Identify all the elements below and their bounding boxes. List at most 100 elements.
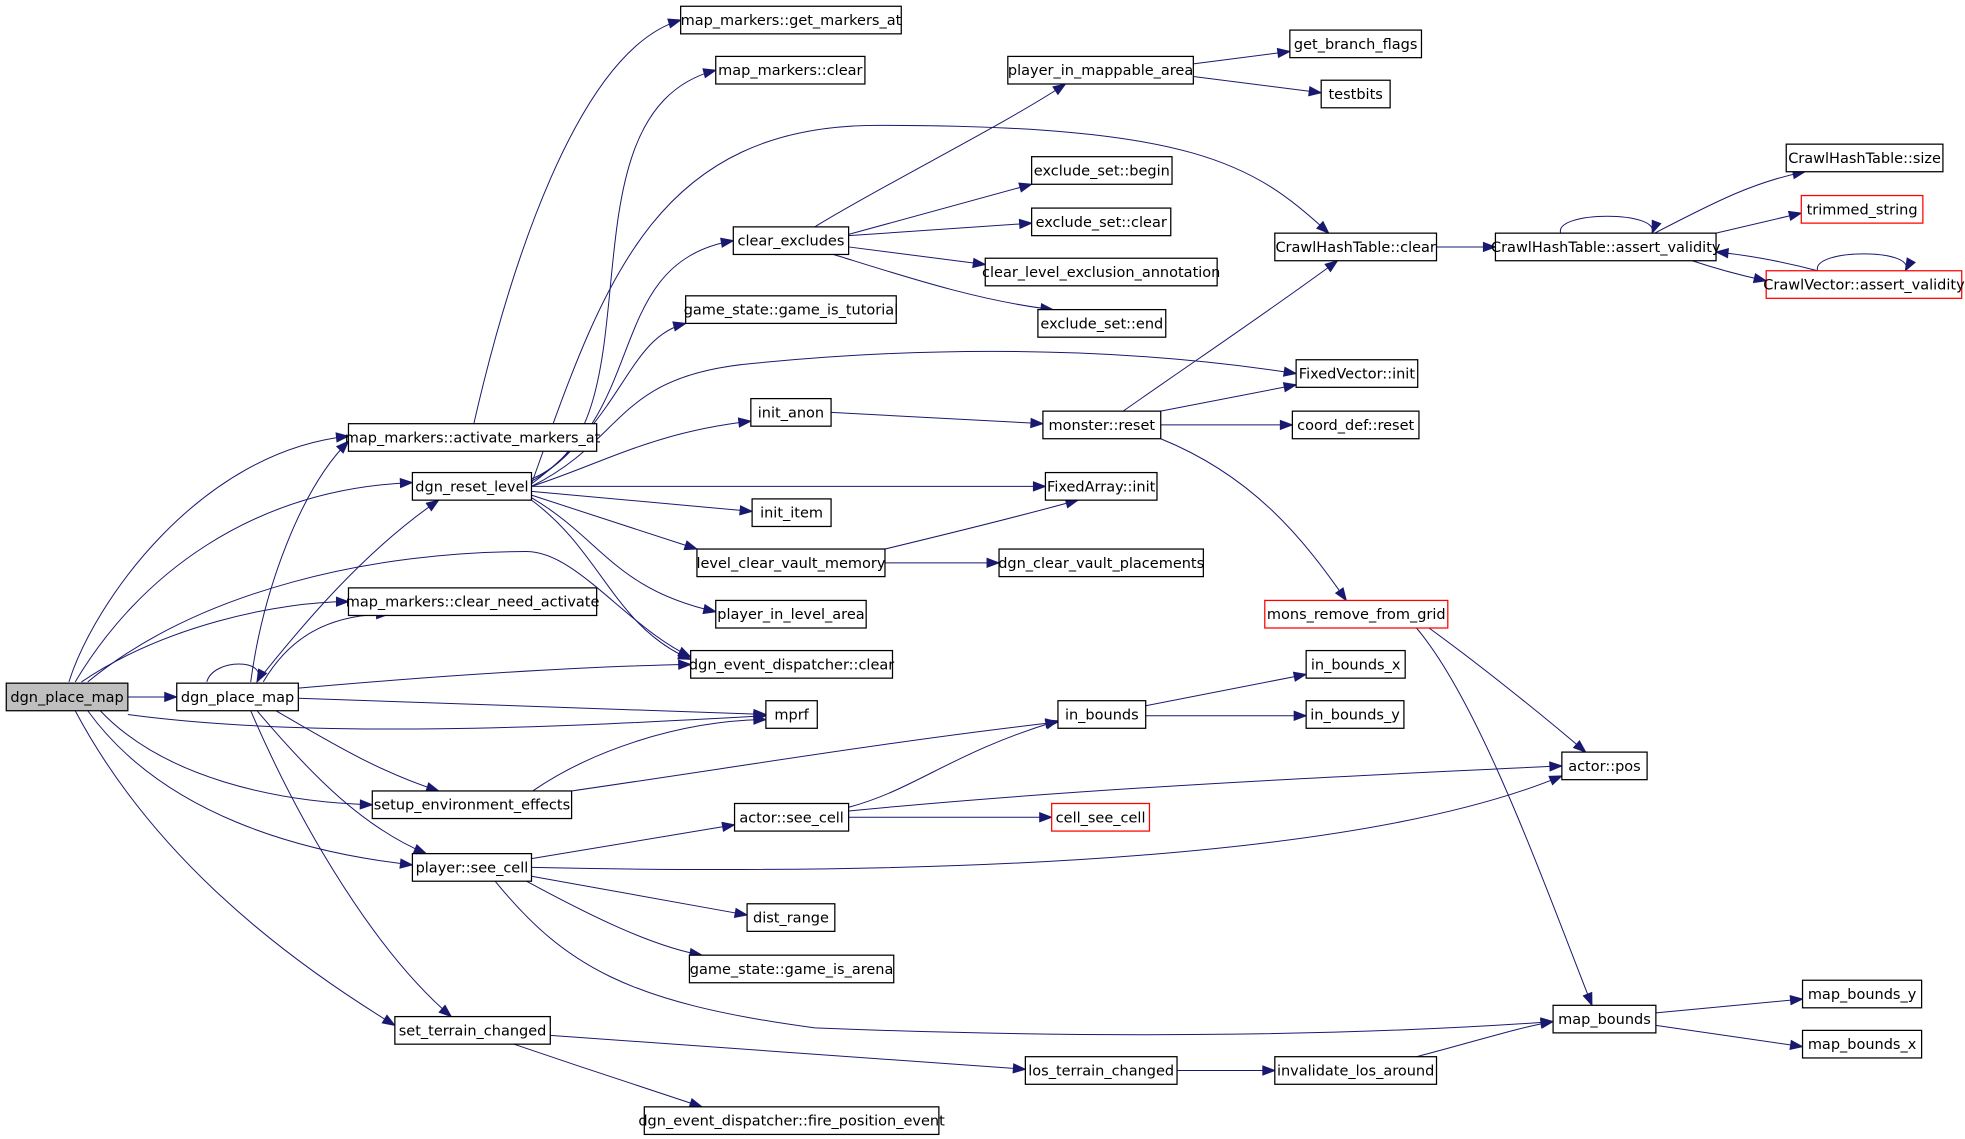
node-label: set_terrain_changed: [399, 1023, 547, 1039]
node-testbits[interactable]: testbits: [1320, 79, 1391, 109]
node-dist-range[interactable]: dist_range: [746, 903, 836, 932]
edge-line: [531, 490, 753, 512]
arrowhead-icon: [335, 596, 350, 607]
edge-in_bounds-to-in_bounds_y: [1145, 710, 1308, 721]
node-los-terrain-changed[interactable]: los_terrain_changed: [1024, 1056, 1178, 1085]
node-label: dgn_clear_vault_placements: [998, 556, 1204, 572]
node-map-markers-clear[interactable]: map_markers::clear: [715, 55, 866, 85]
arrowhead-icon: [1279, 419, 1294, 431]
node-hashtable-clear[interactable]: CrawlHashTable::clear: [1274, 232, 1438, 262]
node-fixedarray-init[interactable]: FixedArray::init: [1044, 471, 1158, 501]
node-clear-need-activate[interactable]: map_markers::clear_need_activate: [346, 587, 600, 617]
node-label: level_clear_vault_memory: [696, 556, 885, 572]
edge-line: [814, 83, 1066, 228]
edge-line: [531, 497, 716, 613]
node-fire-position-event[interactable]: dgn_event_dispatcher::fire_position_even…: [638, 1106, 945, 1136]
edge-line: [87, 551, 691, 683]
node-dgn-place-map-root[interactable]: dgn_place_map: [5, 682, 129, 712]
node-player-in-mappable-area[interactable]: player_in_mappable_area: [1007, 55, 1194, 85]
node-label: map_markers::clear: [718, 63, 862, 79]
node-exclude-set-begin[interactable]: exclude_set::begin: [1031, 156, 1173, 185]
node-set-terrain-changed[interactable]: set_terrain_changed: [394, 1015, 551, 1045]
node-in-bounds-x[interactable]: in_bounds_x: [1305, 649, 1406, 679]
node-activate-markers-at[interactable]: map_markers::activate_markers_at: [345, 423, 601, 452]
node-dgn-clear-vault-placements[interactable]: dgn_clear_vault_placements: [998, 548, 1204, 578]
node-label: dgn_place_map: [10, 690, 123, 706]
edge-line: [833, 253, 1053, 311]
node-box: [1024, 1056, 1178, 1085]
arrowhead-icon: [399, 477, 414, 489]
arrowhead-icon: [739, 505, 754, 516]
node-mons-remove-from-grid[interactable]: mons_remove_from_grid: [1264, 599, 1449, 629]
node-trimmed-string[interactable]: trimmed_string: [1800, 194, 1924, 224]
node-box: [5, 682, 129, 712]
node-dgn-event-dispatcher-clear[interactable]: dgn_event_dispatcher::clear: [689, 649, 894, 679]
node-label: exclude_set::clear: [1036, 215, 1167, 231]
edge-line: [127, 713, 766, 730]
node-in-bounds-y[interactable]: in_bounds_y: [1305, 700, 1405, 729]
node-player-in-level-area[interactable]: player_in_level_area: [715, 599, 867, 629]
node-dgn-place-map[interactable]: dgn_place_map: [176, 682, 299, 712]
edge-line: [256, 499, 440, 683]
node-map-bounds[interactable]: map_bounds: [1552, 1004, 1657, 1034]
node-clear-level-exclusion-annotation[interactable]: clear_level_exclusion_annotation: [982, 257, 1220, 287]
edge-init_anon-to-monster_reset: [831, 411, 1045, 429]
node-init-item[interactable]: init_item: [751, 498, 832, 528]
edge-line: [531, 499, 691, 660]
edge-mons_remove_from_grid-to-map_bounds: [1416, 627, 1593, 1007]
node-map-bounds-x[interactable]: map_bounds_x: [1801, 1029, 1923, 1059]
edge-line: [848, 246, 986, 265]
edge-line: [250, 440, 349, 682]
node-exclude-set-end[interactable]: exclude_set::end: [1037, 308, 1167, 338]
edge-dgn_reset_level-to-init_item: [531, 490, 754, 516]
node-get-branch-flags[interactable]: get_branch_flags: [1289, 29, 1423, 59]
node-actor-pos[interactable]: actor::pos: [1561, 751, 1648, 781]
node-monster-reset[interactable]: monster::reset: [1042, 410, 1162, 440]
node-label: exclude_set::end: [1040, 316, 1163, 332]
node-hashtable-assert-validity[interactable]: CrawlHashTable::assert_validity: [1491, 232, 1721, 262]
edge-map_bounds-to-map_bounds_y: [1655, 995, 1804, 1014]
node-player-see-cell[interactable]: player::see_cell: [411, 853, 533, 882]
node-box: [1561, 751, 1648, 781]
node-box: [715, 599, 867, 629]
node-box: [765, 700, 818, 729]
node-mprf[interactable]: mprf: [765, 700, 818, 729]
node-label: dgn_place_map: [181, 690, 294, 706]
node-hashtable-size[interactable]: CrawlHashTable::size: [1785, 143, 1944, 173]
node-init-anon[interactable]: init_anon: [750, 397, 832, 427]
edge-dgn_reset_level-to-level_clear_vault_memory: [531, 494, 699, 551]
edge-setup_environment_effects-to-in_bounds: [571, 718, 1060, 792]
node-dgn-reset-level[interactable]: dgn_reset_level: [411, 471, 533, 501]
node-game-is-tutorial[interactable]: game_state::game_is_tutorial: [684, 295, 898, 325]
arrowhead-icon: [720, 237, 735, 248]
edge-line: [74, 710, 396, 1026]
node-coord-def-reset[interactable]: coord_def::reset: [1291, 410, 1420, 440]
node-label: CrawlHashTable::size: [1788, 151, 1941, 167]
arrowhead-icon: [1787, 210, 1803, 222]
node-cell-see-cell[interactable]: cell_see_cell: [1051, 802, 1151, 832]
node-crawlvector-assert-validity[interactable]: CrawlVector::assert_validity: [1763, 270, 1965, 299]
edge-line: [1145, 673, 1307, 707]
node-map-bounds-y[interactable]: map_bounds_y: [1801, 979, 1923, 1009]
node-invalidate-los-around[interactable]: invalidate_los_around: [1274, 1056, 1438, 1085]
node-clear-excludes[interactable]: clear_excludes: [732, 226, 850, 256]
node-level-clear-vault-memory[interactable]: level_clear_vault_memory: [696, 548, 886, 578]
arrowhead-icon: [672, 321, 688, 332]
node-fixedvector-init[interactable]: FixedVector::init: [1295, 359, 1419, 388]
node-label: testbits: [1328, 87, 1382, 103]
node-box: [1291, 410, 1420, 440]
node-exclude-set-clear[interactable]: exclude_set::clear: [1031, 207, 1172, 237]
edge-line: [531, 322, 686, 485]
node-get-markers-at[interactable]: map_markers::get_markers_at: [680, 5, 902, 35]
edge-dgn_reset_level-to-fixedvector_init: [531, 350, 1298, 487]
arrowhead-icon: [1324, 259, 1339, 273]
node-label: in_bounds: [1065, 707, 1139, 723]
edge-actor_see_cell-to-in_bounds: [848, 719, 1060, 808]
node-in-bounds[interactable]: in_bounds: [1057, 700, 1147, 729]
arrowhead-icon: [1316, 220, 1330, 235]
node-actor-see-cell[interactable]: actor::see_cell: [733, 802, 850, 832]
edge-line: [1416, 1021, 1554, 1058]
node-game-is-arena[interactable]: game_state::game_is_arena: [688, 954, 895, 984]
node-setup-environment-effects[interactable]: setup_environment_effects: [371, 790, 573, 820]
node-label: map_bounds_y: [1808, 987, 1917, 1003]
